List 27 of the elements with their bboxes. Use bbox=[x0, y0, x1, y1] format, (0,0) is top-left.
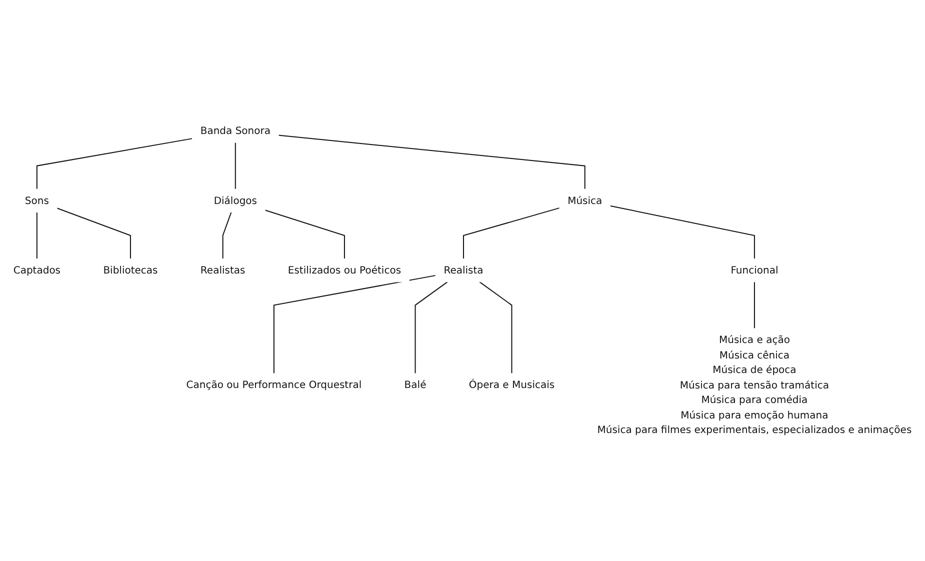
connector bbox=[478, 281, 512, 374]
connector bbox=[222, 212, 232, 260]
node-text: Ópera e Musicais bbox=[468, 378, 555, 391]
node-text: Canção ou Performance Orquestral bbox=[186, 378, 362, 391]
connector bbox=[36, 138, 193, 190]
node-text: Estilizados ou Poéticos bbox=[288, 264, 402, 276]
connector bbox=[56, 208, 131, 260]
connector bbox=[754, 281, 755, 329]
node-text: Música e ação Música cênica Música de época Música para tensão tramática Música para comédia Música para emoção humana Música para filmes experimentais, especializados e animações bbox=[597, 334, 912, 436]
node-text: Balé bbox=[404, 378, 426, 391]
node-text: Sons bbox=[24, 194, 49, 206]
node-text: Realista bbox=[444, 264, 484, 276]
connector bbox=[234, 142, 236, 190]
connector bbox=[273, 274, 436, 374]
node-text: Captados bbox=[13, 264, 61, 276]
connector bbox=[610, 205, 755, 260]
node-text: Banda Sonora bbox=[200, 124, 270, 137]
node-text: Música bbox=[568, 194, 602, 206]
connector bbox=[36, 212, 38, 260]
connector bbox=[414, 281, 448, 374]
node-text: Bibliotecas bbox=[103, 264, 158, 276]
connector bbox=[278, 134, 586, 190]
connector bbox=[264, 210, 345, 260]
node-text: Funcional bbox=[730, 264, 778, 276]
node-text: Realistas bbox=[200, 264, 246, 276]
node-text: Diálogos bbox=[214, 194, 258, 206]
connector bbox=[463, 207, 560, 260]
